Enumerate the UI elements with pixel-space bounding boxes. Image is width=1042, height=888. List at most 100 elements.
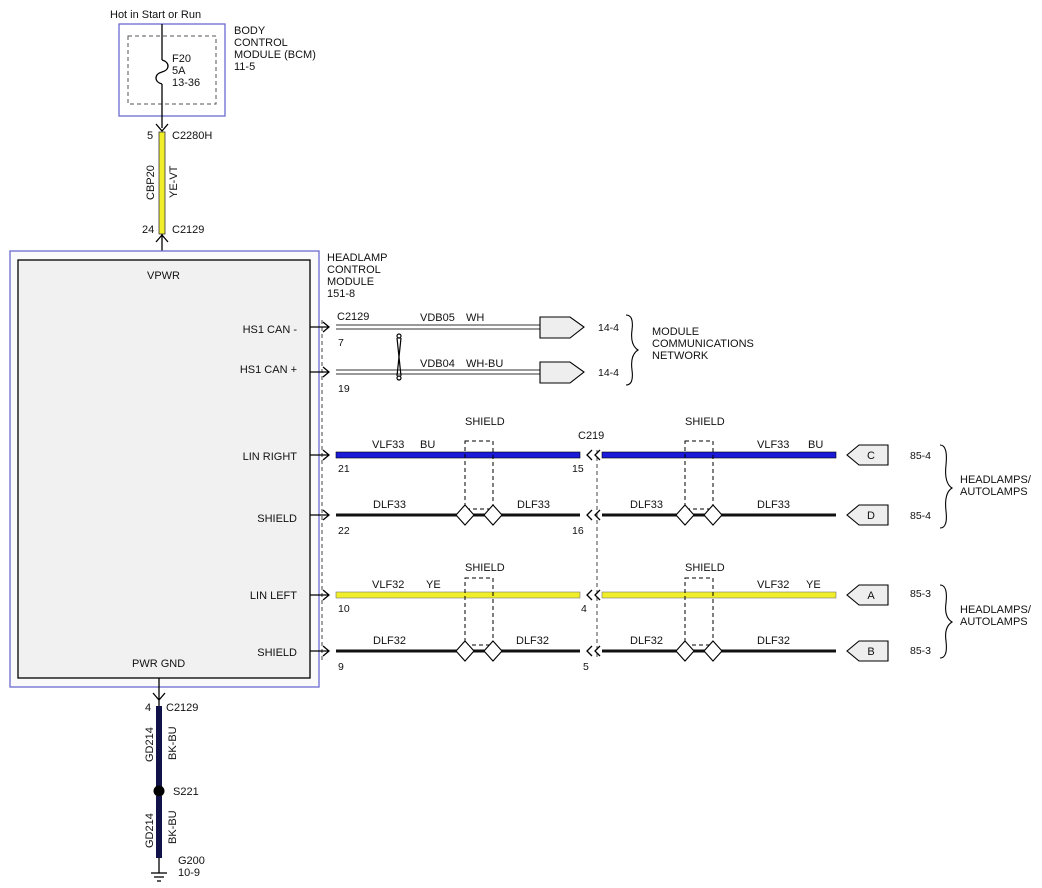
shield-label-4: SHIELD bbox=[685, 562, 725, 574]
ground-top-connector: C2129 bbox=[166, 702, 198, 714]
can-plug-vdb04 bbox=[539, 361, 585, 384]
plug-d bbox=[846, 504, 889, 526]
pin-4: 4 bbox=[581, 603, 587, 615]
can-brace bbox=[625, 314, 640, 386]
shield-drain-2b bbox=[703, 504, 723, 526]
shield-drain-4a bbox=[675, 640, 695, 662]
shield-box-4 bbox=[684, 577, 714, 646]
can-twist-symbol bbox=[396, 333, 402, 381]
shield-box-2 bbox=[684, 440, 714, 510]
plug-a-label: A bbox=[867, 590, 875, 602]
inline-connector-label: C219 bbox=[578, 430, 604, 442]
feed-top-connector: C2280H bbox=[172, 130, 212, 142]
shield-label-2: SHIELD bbox=[685, 416, 725, 428]
ground-top-pin: 4 bbox=[145, 702, 151, 714]
pin-16: 16 bbox=[572, 525, 584, 537]
bcm-title-2: CONTROL bbox=[234, 37, 288, 49]
terminal-lin-right: LIN RIGHT bbox=[243, 451, 298, 463]
pin-22: 22 bbox=[338, 525, 350, 537]
ref-d: 85-4 bbox=[910, 510, 931, 522]
shield-drain-3a bbox=[455, 640, 475, 662]
hcm-inner-box bbox=[17, 259, 311, 679]
vlf33-circuit-2: VLF33 bbox=[757, 439, 789, 451]
can-circuit-vdb04: VDB04 bbox=[420, 358, 455, 370]
hcm-title-2: CONTROL bbox=[327, 264, 381, 276]
terminal-hs1-can-plus: HS1 CAN + bbox=[240, 364, 297, 376]
bcm-box bbox=[118, 23, 226, 117]
vlf32-circuit-1: VLF32 bbox=[372, 579, 404, 591]
ground-color-2: BK-BU bbox=[167, 810, 179, 844]
plug-d-label: D bbox=[867, 510, 875, 522]
terminal-hs1-can-minus: HS1 CAN - bbox=[243, 324, 298, 336]
vlf33-circuit-1: VLF33 bbox=[372, 439, 404, 451]
terminal-shield-left: SHIELD bbox=[257, 647, 297, 659]
feed-circuit: CBP20 bbox=[145, 165, 157, 200]
pin-21: 21 bbox=[338, 463, 350, 475]
hcm-title-1: HEADLAMP bbox=[327, 252, 388, 264]
can-color-wh: WH bbox=[466, 312, 484, 324]
ref-b: 85-3 bbox=[910, 645, 931, 657]
ref-a: 85-3 bbox=[910, 588, 931, 600]
inline-connector-arrows bbox=[586, 449, 601, 657]
can-connector: C2129 bbox=[337, 311, 369, 323]
shield-label-3: SHIELD bbox=[465, 562, 505, 574]
can-plug-vdb05 bbox=[539, 316, 585, 339]
bcm-title-4: 11-5 bbox=[234, 61, 255, 73]
feed-bottom-pin: 24 bbox=[142, 224, 154, 236]
plug-c bbox=[846, 444, 889, 466]
fuse-dashed-box bbox=[127, 35, 217, 105]
can-ref-2: 14-4 bbox=[598, 367, 619, 379]
network-label-2: COMMUNICATIONS bbox=[652, 338, 754, 350]
shield-drain-1a bbox=[455, 504, 475, 526]
shield-box-3 bbox=[464, 577, 494, 646]
hcm-vpwr: VPWR bbox=[147, 270, 180, 282]
dlf33-circuit-4: DLF33 bbox=[757, 499, 790, 511]
plug-a bbox=[846, 584, 889, 606]
vlf33-color-2: BU bbox=[808, 439, 823, 451]
can-circuit-vdb05: VDB05 bbox=[420, 312, 455, 324]
wire-vlf32-seg2 bbox=[601, 591, 837, 599]
can-wires bbox=[336, 324, 540, 375]
dlf33-circuit-2: DLF33 bbox=[517, 499, 550, 511]
ground-circuit-1: GD214 bbox=[144, 727, 156, 762]
dlf32-circuit-4: DLF32 bbox=[757, 635, 790, 647]
hcm-title-3: MODULE bbox=[327, 276, 374, 288]
terminal-shield-right: SHIELD bbox=[257, 513, 297, 525]
pin-9: 9 bbox=[338, 661, 344, 673]
dlf32-circuit-2: DLF32 bbox=[516, 635, 549, 647]
dlf32-circuit-3: DLF32 bbox=[630, 635, 663, 647]
left-group-brace bbox=[939, 584, 954, 659]
plug-b bbox=[846, 640, 889, 662]
ground-color-1: BK-BU bbox=[167, 726, 179, 760]
wire-vlf32-seg1 bbox=[335, 591, 581, 599]
hcm-title-4: 151-8 bbox=[327, 288, 355, 300]
shield-drain-4b bbox=[703, 640, 723, 662]
shield-drain-3b bbox=[483, 640, 503, 662]
shield-label-1: SHIELD bbox=[465, 416, 505, 428]
feed-bottom-connector: C2129 bbox=[172, 224, 204, 236]
can-pin-7: 7 bbox=[338, 337, 344, 349]
can-ref-1: 14-4 bbox=[598, 322, 619, 334]
ground-wire-lower bbox=[156, 796, 162, 858]
ground-point-ref: 10-9 bbox=[178, 867, 200, 879]
pin-arrows bbox=[310, 321, 331, 657]
connector-c2129-gnd-symbol bbox=[152, 692, 166, 701]
hcm-pwr-gnd: PWR GND bbox=[132, 658, 185, 670]
plug-c-label: C bbox=[867, 450, 875, 462]
vlf32-color-2: YE bbox=[806, 579, 821, 591]
pin-10: 10 bbox=[338, 603, 350, 615]
dlf33-circuit-3: DLF33 bbox=[630, 499, 663, 511]
feed-top-pin: 5 bbox=[147, 130, 153, 142]
ground-point-label: G200 bbox=[178, 855, 205, 867]
plug-b-label: B bbox=[867, 646, 874, 658]
splice-s221 bbox=[153, 785, 165, 797]
ground-wire-upper bbox=[156, 706, 162, 790]
shield-drain-2a bbox=[675, 504, 695, 526]
connector-c2280h-symbol bbox=[155, 123, 169, 132]
ground-symbol-icon bbox=[151, 858, 167, 882]
headlamps-label-right-1: HEADLAMPS/ bbox=[960, 474, 1032, 486]
network-label-1: MODULE bbox=[652, 326, 699, 338]
bcm-title-3: MODULE (BCM) bbox=[234, 49, 316, 61]
